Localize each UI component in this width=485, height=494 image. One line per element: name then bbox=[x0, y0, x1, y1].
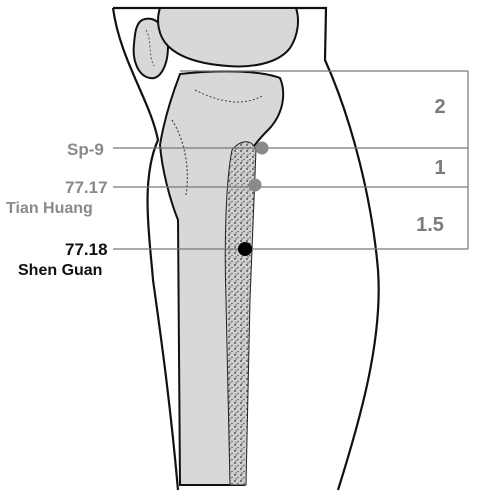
distance-1: 1 bbox=[410, 157, 470, 180]
label-shen-guan: Shen Guan bbox=[18, 262, 102, 280]
label-77-18-code: 77.18 bbox=[65, 240, 108, 260]
label-sp9: Sp-9 bbox=[67, 140, 104, 160]
label-77-17-code: 77.17 bbox=[65, 178, 108, 198]
point-marker-shen-guan[interactable] bbox=[238, 242, 252, 256]
point-marker-sp9[interactable] bbox=[256, 142, 269, 155]
distance-2: 2 bbox=[410, 96, 470, 119]
femur-condyle bbox=[158, 8, 298, 66]
point-marker-tian-huang[interactable] bbox=[249, 179, 262, 192]
label-tian-huang: Tian Huang bbox=[6, 200, 93, 218]
tibia bbox=[160, 71, 283, 485]
distance-1-5: 1.5 bbox=[400, 214, 460, 237]
